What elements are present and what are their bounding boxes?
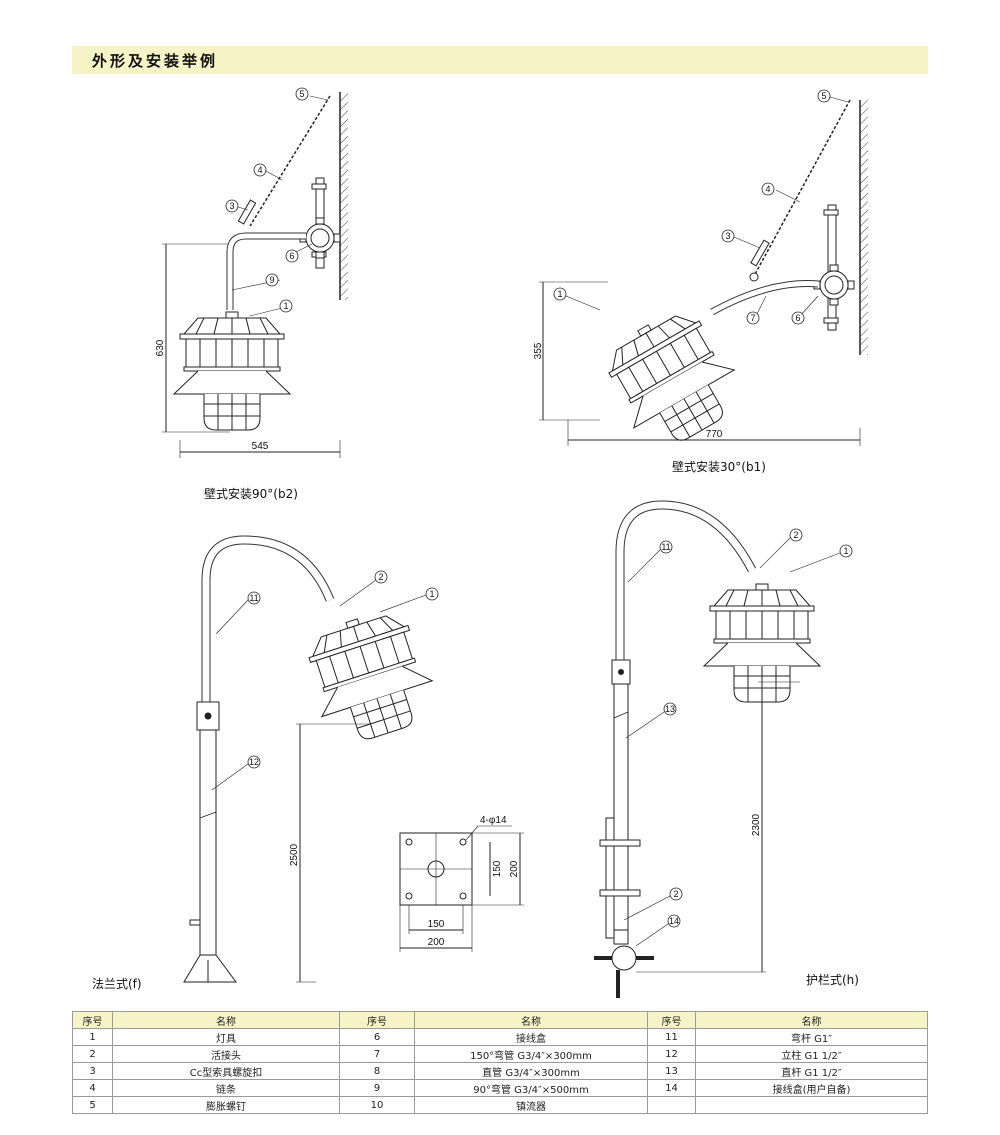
table-cell: 活接头: [112, 1045, 340, 1063]
callout-numbers: 5 4 3 9 1 6 5 4 3 1 7 6 11 12 2 1 11 13 …: [229, 89, 848, 926]
table-cell: 接线盒: [414, 1028, 648, 1046]
dim-b1-height: 355: [533, 342, 544, 359]
col-header-no: 序号: [647, 1011, 696, 1029]
dim-flange-inner-v: 150: [492, 860, 503, 877]
drawing-f: [183, 535, 444, 983]
table-row: 3 Cc型索具螺旋扣 8 直管 G3/4″×300mm 13 直杆 G1 1/2…: [72, 1062, 928, 1080]
dim-flange-outer-v: 200: [509, 860, 520, 877]
callout-6: 6: [795, 313, 800, 323]
table-cell: 膨胀螺钉: [112, 1096, 340, 1114]
callout-14: 14: [669, 916, 679, 926]
table-cell: 链条: [112, 1079, 340, 1097]
callout-9: 9: [269, 275, 274, 285]
drawing-b1: [539, 89, 868, 460]
callout-7: 7: [750, 313, 755, 323]
table-cell: 接线盒(用户自备): [695, 1079, 928, 1097]
table-cell: 150°弯管 G3/4″×300mm: [414, 1045, 648, 1063]
callout-2: 2: [793, 530, 798, 540]
dim-flange-holes: 4-φ14: [480, 815, 507, 826]
table-cell: Cc型索具螺旋扣: [112, 1062, 340, 1080]
callout-5: 5: [821, 91, 826, 101]
table-cell: 6: [339, 1028, 415, 1046]
dim-b2-height: 630: [155, 339, 166, 356]
callout-1: 1: [843, 546, 848, 556]
drawing-b2: [162, 87, 348, 458]
dim-b1-width: 770: [706, 429, 723, 440]
callout-1: 1: [429, 589, 434, 599]
table-cell: 5: [72, 1096, 113, 1114]
installation-drawings: 5 4 3 9 1 6 5 4 3 1 7 6 11 12 2 1 11 13 …: [155, 87, 868, 998]
col-header-name: 名称: [695, 1011, 928, 1029]
table-cell: 11: [647, 1028, 696, 1046]
callout-2: 2: [673, 889, 678, 899]
table-cell: 13: [647, 1062, 696, 1080]
caption-b2: 壁式安装90°(b2): [204, 487, 298, 501]
caption-h: 护栏式(h): [806, 973, 859, 987]
table-cell: 3: [72, 1062, 113, 1080]
table-cell: 4: [72, 1079, 113, 1097]
dim-h-height: 2300: [751, 813, 762, 836]
table-cell: 弯杆 G1″: [695, 1028, 928, 1046]
table-cell: [695, 1096, 928, 1114]
table-row: 2 活接头 7 150°弯管 G3/4″×300mm 12 立柱 G1 1/2″: [72, 1045, 928, 1063]
table-cell: 直杆 G1 1/2″: [695, 1062, 928, 1080]
callout-11: 11: [661, 542, 670, 552]
callout-4: 4: [257, 165, 262, 175]
table-cell: 7: [339, 1045, 415, 1063]
callout-1: 1: [557, 289, 562, 299]
callout-12: 12: [249, 757, 259, 767]
dimension-labels: 630 545 355 770 2500 2300 4-φ14 150 200 …: [155, 339, 762, 948]
table-cell: 2: [72, 1045, 113, 1063]
table-cell: 立柱 G1 1/2″: [695, 1045, 928, 1063]
drawing-flange-plate: [399, 825, 524, 952]
callout-1: 1: [283, 301, 288, 311]
callout-5: 5: [299, 89, 304, 99]
dim-b2-width: 545: [252, 441, 269, 452]
table-row: 1 灯具 6 接线盒 11 弯杆 G1″: [72, 1028, 928, 1046]
caption-f: 法兰式(f): [92, 977, 142, 991]
table-cell: 12: [647, 1045, 696, 1063]
table-cell: 直管 G3/4″×300mm: [414, 1062, 648, 1080]
parts-table: 序号 名称 序号 名称 序号 名称 1 灯具 6 接线盒 11 弯杆 G1″ 2…: [72, 1011, 928, 1114]
table-cell: 8: [339, 1062, 415, 1080]
table-cell: [647, 1096, 696, 1114]
table-cell: 10: [339, 1096, 415, 1114]
callout-13: 13: [665, 704, 675, 714]
col-header-no: 序号: [339, 1011, 415, 1029]
callout-4: 4: [765, 184, 770, 194]
callout-3: 3: [725, 231, 730, 241]
dim-f-height: 2500: [289, 843, 300, 866]
table-row: 4 链条 9 90°弯管 G3/4″×500mm 14 接线盒(用户自备): [72, 1079, 928, 1097]
dim-flange-outer-h: 200: [428, 937, 445, 948]
table-cell: 1: [72, 1028, 113, 1046]
table-cell: 镇流器: [414, 1096, 648, 1114]
table-cell: 90°弯管 G3/4″×500mm: [414, 1079, 648, 1097]
col-header-name: 名称: [414, 1011, 648, 1029]
table-header-row: 序号 名称 序号 名称 序号 名称: [72, 1011, 928, 1029]
callout-2: 2: [378, 572, 383, 582]
table-cell: 14: [647, 1079, 696, 1097]
section-header: 外形及安装举例: [72, 46, 928, 74]
col-header-name: 名称: [112, 1011, 340, 1029]
caption-b1: 壁式安装30°(b1): [672, 460, 766, 474]
table-cell: 灯具: [112, 1028, 340, 1046]
dim-flange-inner-h: 150: [428, 919, 445, 930]
section-title: 外形及安装举例: [92, 52, 219, 70]
callout-11: 11: [249, 593, 258, 603]
callout-3: 3: [229, 201, 234, 211]
table-row: 5 膨胀螺钉 10 镇流器: [72, 1096, 928, 1114]
callout-6: 6: [289, 251, 294, 261]
drawing-h: [594, 500, 853, 998]
table-cell: 9: [339, 1079, 415, 1097]
col-header-no: 序号: [72, 1011, 113, 1029]
